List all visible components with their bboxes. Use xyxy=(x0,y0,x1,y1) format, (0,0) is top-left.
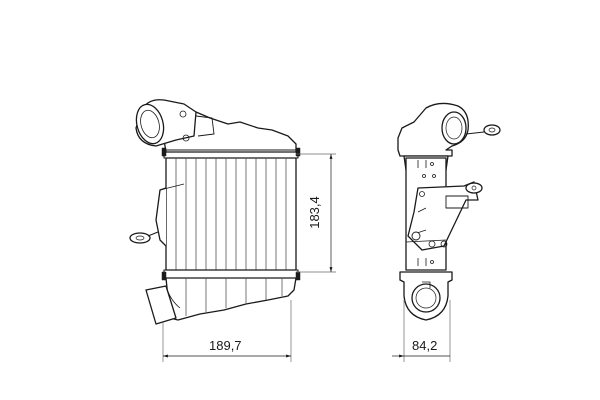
width-dimension-label: 189,7 xyxy=(209,338,242,353)
outlet-pipe xyxy=(145,285,177,325)
core xyxy=(165,157,297,271)
side-bracket xyxy=(405,181,483,251)
depth-dimension-label: 84,2 xyxy=(412,338,438,353)
mounting-bracket-left xyxy=(129,183,185,247)
side-view xyxy=(397,102,501,321)
lower-header xyxy=(163,269,299,279)
front-dimensions xyxy=(162,153,336,362)
side-dimensions xyxy=(392,300,451,362)
front-view xyxy=(129,99,301,325)
bottom-tank xyxy=(165,277,297,321)
height-dimension-label: 183,4 xyxy=(306,196,322,229)
core-fins xyxy=(175,158,287,270)
inlet-pipe xyxy=(135,99,215,147)
